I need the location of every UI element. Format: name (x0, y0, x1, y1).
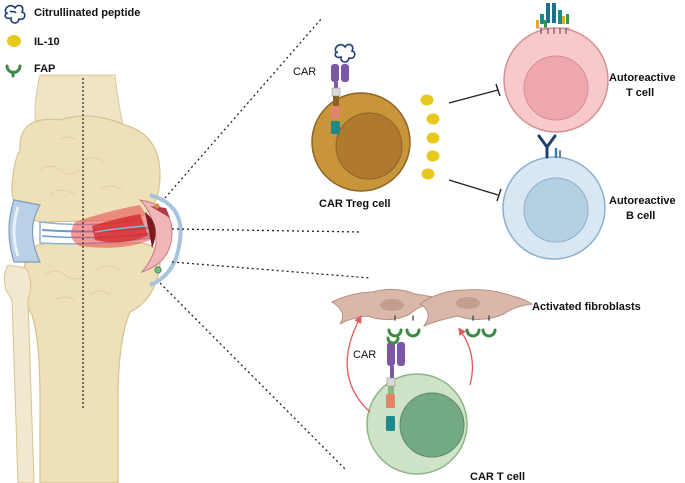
activated-fibroblasts: Activated fibroblasts (330, 288, 641, 338)
activated-fibroblasts-label: Activated fibroblasts (532, 301, 641, 313)
il10-icon (7, 35, 21, 47)
car-t-label: CAR T cell (470, 471, 525, 483)
car-label-top: CAR (293, 66, 316, 78)
inhibition-arrows (448, 83, 502, 202)
car-treg-cell: CAR CAR Treg cell (293, 43, 411, 210)
legend: Citrullinated peptide IL-10 FAP (4, 4, 140, 78)
legend-fap-label: FAP (34, 63, 55, 75)
autoreactive-b-cell: Autoreactive B cell (502, 134, 676, 260)
knee-joint-illustration (3, 74, 183, 483)
t-cell-nucleus (523, 55, 589, 121)
fap-icon (387, 315, 497, 338)
fibroblast-2-nucleus (456, 297, 480, 309)
fap-icon (5, 64, 22, 78)
car-t-cell: CAR CAR T cell (353, 336, 525, 483)
treg-nucleus (335, 112, 403, 180)
activation-arrow-left (346, 315, 371, 413)
autoreactive-b-label-2: B cell (626, 210, 655, 222)
bcr-antibody-icon (537, 134, 561, 159)
activation-arrows (346, 315, 474, 413)
car-treg-label: CAR Treg cell (319, 198, 391, 210)
activation-arrow-right (458, 327, 474, 386)
autoreactive-t-cell: Autoreactive T cell (503, 3, 676, 133)
il10-secretion (420, 94, 440, 180)
car-label-bottom: CAR (353, 349, 376, 361)
car-receptor-top (331, 64, 349, 134)
car-receptor-bottom (386, 342, 405, 431)
fap-icon (386, 336, 400, 345)
autoreactive-b-label-1: Autoreactive (609, 195, 676, 207)
legend-il10-label: IL-10 (34, 36, 60, 48)
citrullinated-peptide-icon (4, 4, 26, 24)
autoreactive-t-label-2: T cell (626, 87, 654, 99)
legend-peptide-label: Citrullinated peptide (34, 7, 140, 19)
tcr-receptor-icon (536, 3, 570, 34)
zoom-lines (159, 17, 371, 471)
fibroblast-2 (419, 289, 534, 328)
citrullinated-peptide-icon (334, 43, 356, 63)
b-cell-nucleus (523, 177, 589, 243)
fibroblast-1-nucleus (380, 299, 404, 311)
car-t-nucleus (399, 392, 465, 458)
autoreactive-t-label-1: Autoreactive (609, 72, 676, 84)
